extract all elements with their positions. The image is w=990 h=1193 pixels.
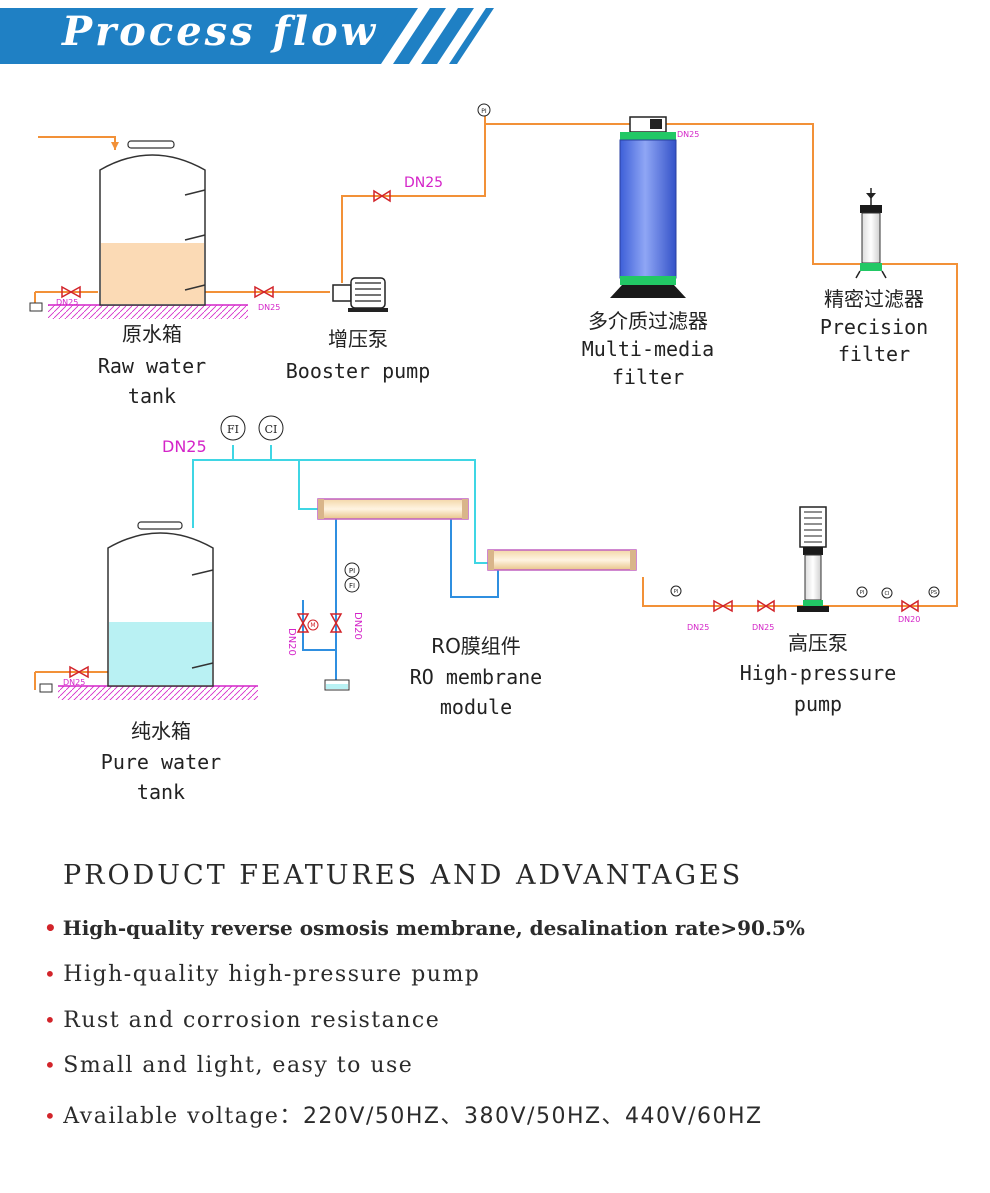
svg-text:CI: CI <box>265 423 278 436</box>
booster-pump-label-cn: 增压泵 <box>328 327 388 351</box>
raw-water-tank <box>29 140 248 319</box>
dn25-label-main: DN25 <box>404 175 443 191</box>
dn25-label-mm: DN25 <box>677 130 699 139</box>
precision-filter-label-cn: 精密过滤器 <box>824 287 924 311</box>
svg-text:M: M <box>310 622 315 629</box>
hp-pump-label-cn: 高压泵 <box>788 631 848 655</box>
svg-text:FI: FI <box>349 582 355 590</box>
precision-filter-label-en1: Precision <box>820 315 928 339</box>
feature-item: •Rust and corrosion resistance <box>44 1008 440 1033</box>
bullet-icon: • <box>44 1104 58 1128</box>
ro-module-label-en1: RO membrane <box>410 665 542 689</box>
svg-text:PI: PI <box>349 567 355 575</box>
banner-title: Process flow <box>62 8 379 55</box>
svg-text:PS: PS <box>931 590 937 596</box>
pi-gauge-pump: PI <box>856 586 868 598</box>
svg-text:PI: PI <box>674 589 679 595</box>
bullet-icon: • <box>44 1053 58 1077</box>
process-flow-diagram: PI FI CI PI FI PI PI CI PS M DN25 DN25 D… <box>29 103 958 804</box>
dn25-label-raw-outlet: DN25 <box>56 298 78 307</box>
precision-filter-label-en2: filter <box>838 342 910 366</box>
dn25-label-hp1: DN25 <box>687 623 709 632</box>
ro-module-label-en2: module <box>440 695 512 719</box>
voltage-values: 220V/50HZ、380V/50HZ、440V/60HZ <box>302 1104 763 1129</box>
feature-item-voltage: •Available voltage：220V/50HZ、380V/50HZ、4… <box>44 1098 763 1130</box>
ro-membrane-module-2 <box>487 549 637 571</box>
precision-filter <box>855 188 887 279</box>
bullet-icon: • <box>44 1008 58 1032</box>
pi-gauge-ro-outlet: PI <box>670 585 682 597</box>
ci-gauge-pump: CI <box>881 587 893 599</box>
dn20-label-hp: DN20 <box>898 615 920 624</box>
mm-filter-label-en1: Multi-media <box>582 337 714 361</box>
bullet-icon: • <box>44 916 57 940</box>
svg-text:PI: PI <box>860 590 865 596</box>
ps-switch: PS <box>928 586 940 598</box>
inlet-arrow <box>111 142 119 150</box>
feature-text: High-quality high-pressure pump <box>63 962 481 987</box>
cyan-pipes <box>192 445 490 564</box>
raw-tank-label-en2: tank <box>128 384 176 408</box>
banner-background <box>0 8 494 64</box>
bullet-icon: • <box>44 962 58 986</box>
ci-indicator: CI <box>258 415 284 441</box>
fi-indicator: FI <box>220 415 246 441</box>
fi-gauge-drain: FI <box>344 577 360 593</box>
raw-tank-label-cn: 原水箱 <box>122 322 182 346</box>
voltage-label: Available voltage： <box>63 1104 303 1129</box>
pure-tank-label-en1: Pure water <box>101 750 221 774</box>
feature-item: •High-quality high-pressure pump <box>44 962 480 987</box>
raw-tank-label-en1: Raw water <box>98 354 206 378</box>
process-flow-banner: Process flow <box>0 0 990 70</box>
dn25-label-booster: DN25 <box>258 303 280 312</box>
high-pressure-pump <box>797 506 829 612</box>
feature-text: Rust and corrosion resistance <box>63 1008 441 1033</box>
svg-text:CI: CI <box>885 591 890 597</box>
multimedia-filter <box>610 116 686 298</box>
pi-gauge-top: PI <box>477 103 491 117</box>
ro-membrane-module-1 <box>317 498 469 520</box>
dn25-label-hp2: DN25 <box>752 623 774 632</box>
motor-valve: M <box>307 619 319 631</box>
pi-gauge-drain: PI <box>344 562 360 578</box>
feature-text: High-quality reverse osmosis membrane, d… <box>62 916 805 940</box>
feature-text: Small and light, easy to use <box>63 1053 414 1078</box>
booster-pump-label-en: Booster pump <box>286 359 431 383</box>
mm-filter-label-en2: filter <box>612 365 684 389</box>
pure-tank-label-cn: 纯水箱 <box>131 719 191 743</box>
mm-filter-label-cn: 多介质过滤器 <box>588 309 708 333</box>
dn25-label-pure-outlet: DN25 <box>63 678 85 687</box>
feature-item: •Small and light, easy to use <box>44 1053 413 1078</box>
feature-item: •High-quality reverse osmosis membrane, … <box>44 916 805 940</box>
ro-module-label-cn: RO膜组件 <box>431 634 521 658</box>
svg-text:PI: PI <box>481 108 487 115</box>
orange-pipes <box>34 110 958 690</box>
dn20-label-drain-left: DN20 <box>286 628 297 656</box>
hp-pump-label-en2: pump <box>794 692 842 716</box>
booster-pump <box>332 277 388 312</box>
svg-text:FI: FI <box>227 423 239 436</box>
features-heading: PRODUCT FEATURES AND ADVANTAGES <box>63 860 744 891</box>
blue-pipes <box>302 519 499 680</box>
valves <box>61 189 919 679</box>
hp-pump-label-en1: High-pressure <box>740 661 897 685</box>
dn20-label-drain-right: DN20 <box>352 612 363 640</box>
pure-tank-label-en2: tank <box>137 780 185 804</box>
pure-water-tank <box>39 521 258 700</box>
dn25-label-permeate: DN25 <box>162 437 207 456</box>
